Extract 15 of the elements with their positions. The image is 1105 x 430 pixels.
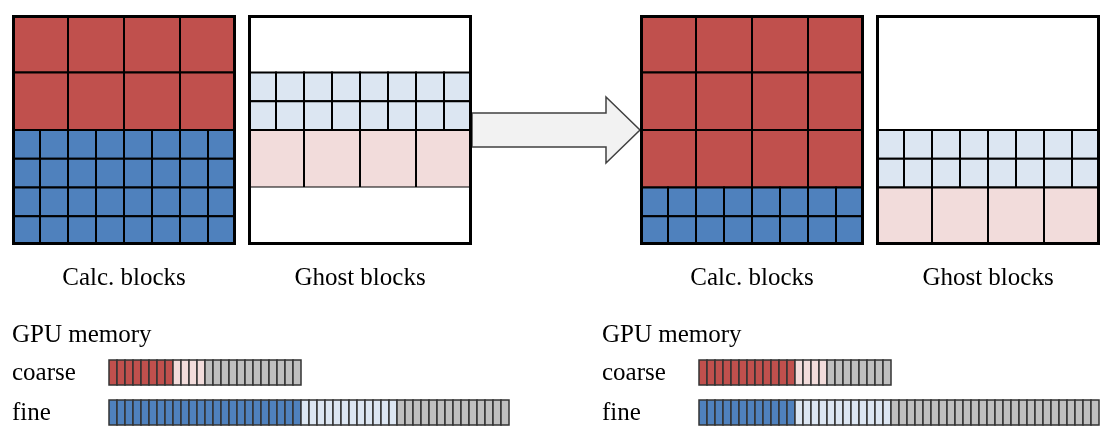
block-grid [248, 15, 472, 245]
memory-row-label: fine [12, 398, 51, 426]
memory-row-label: fine [602, 398, 641, 426]
block-grid [876, 15, 1100, 245]
block-grid [640, 15, 864, 245]
memory-row-label: coarse [602, 358, 666, 386]
grid-caption: Ghost blocks [921, 263, 1055, 291]
grid-caption: Calc. blocks [61, 263, 187, 291]
grid-caption: Ghost blocks [293, 263, 427, 291]
memory-heading: GPU memory [12, 320, 152, 348]
grid-caption: Calc. blocks [689, 263, 815, 291]
block-grid [12, 15, 236, 245]
memory-row-label: coarse [12, 358, 76, 386]
memory-heading: GPU memory [602, 320, 742, 348]
block-arrow [471, 95, 642, 165]
